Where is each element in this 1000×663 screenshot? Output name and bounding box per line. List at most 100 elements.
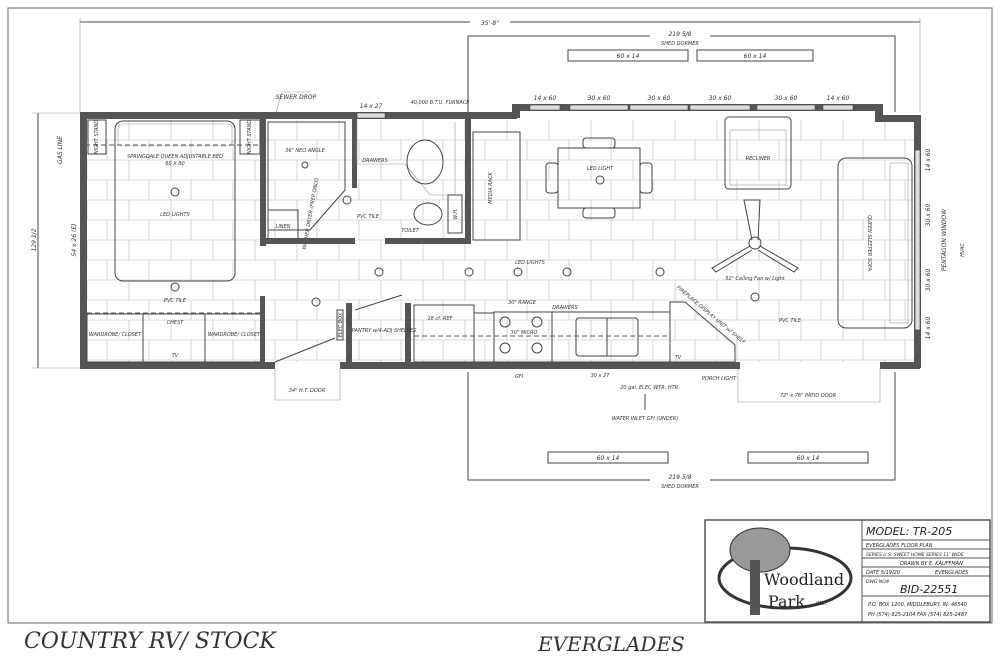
- ceiling-fan-label: 52" Ceiling Fan w/ Light: [725, 276, 785, 282]
- window-label: 30 x 60: [709, 95, 732, 102]
- pvc-tile-label: PVC TILE: [779, 318, 802, 324]
- dormer-top-dimension: 219 5/8: [668, 31, 691, 38]
- drawers-label: DRAWERS: [552, 305, 578, 311]
- window-label: 30 x 60: [588, 95, 611, 102]
- fireplace-label: FIREPLACE DISPLAY UNIT w/ SHELF: [675, 285, 746, 346]
- overall-width: 129 1/2: [31, 228, 38, 251]
- overall-length: 35'-8": [481, 20, 499, 27]
- dealer-caption: COUNTRY RV/ STOCK: [24, 629, 277, 654]
- model-caption: EVERGLADES: [537, 632, 685, 656]
- kitchen-window-label: 30 x 27: [591, 373, 611, 379]
- linen-label: LINEN: [276, 224, 291, 230]
- window-label: 60 x 14: [797, 455, 820, 462]
- logo-text: Woodland: [764, 570, 844, 589]
- window-label: 30 x 60: [925, 204, 932, 227]
- front-windows: [356, 104, 921, 331]
- range: [493, 311, 553, 363]
- woodland-park-logo: Woodland Park INC.: [717, 527, 853, 615]
- drawers-label: DRAWERS: [362, 158, 388, 164]
- refrigerator-label: 18 cf. REF: [427, 316, 452, 322]
- bed-label: SPRINGDALE QUEEN ADJUSTABLE BED: [127, 154, 223, 160]
- window-label: 14 x 60: [534, 95, 557, 102]
- wardrobe-label: WARDROBE/ CLOSET: [89, 332, 142, 338]
- elec-box-label: ELEC BOX: [338, 312, 344, 337]
- tv-label: TV: [172, 353, 179, 359]
- exterior-walls: [80, 104, 921, 369]
- window-label: 60 x 14: [597, 455, 620, 462]
- window-label: 60 x 14: [617, 53, 640, 60]
- drawn-by: DRAWN BY E. KAUFFMAN: [900, 561, 963, 567]
- title-block: Woodland Park INC. MODEL: TR-205 EVERGLA…: [704, 519, 991, 623]
- pantry-label: PANTRY w/4-ADJ SHELVES: [352, 328, 417, 334]
- window-label: 14 x 27: [360, 103, 383, 110]
- hvac-label: HVAC: [960, 243, 966, 257]
- toilet: [413, 202, 443, 226]
- water-inlet-label: WATER INLET GFI (UNDER): [612, 416, 678, 422]
- night-stand-label: NIGHT STAND: [247, 120, 253, 154]
- media-rack: [472, 131, 521, 241]
- water-heater-label: W.H.: [453, 208, 459, 219]
- window-label: 60 x 14: [744, 53, 767, 60]
- shower-label: 36" NEO ANGLE: [285, 148, 325, 154]
- fireplace: [669, 301, 736, 363]
- window-label: 30 x 60: [925, 269, 932, 292]
- gas-line-label: GAS LINE: [57, 136, 64, 164]
- led-light-label: LED LIGHT: [587, 166, 614, 172]
- porch-light-label: PORCH LIGHT: [702, 376, 737, 382]
- recliner-label: RECLINER: [746, 156, 771, 162]
- led-lights-label: LED LIGHTS: [515, 260, 545, 266]
- plan-name: EVERGLADES: [935, 570, 969, 576]
- dormer-bottom-outline: [467, 372, 896, 481]
- dormer-window: [567, 49, 689, 62]
- bathroom: 36" NEO ANGLE LINEN WASHER DRYER (PREP O…: [265, 118, 470, 250]
- night-stand-label: NIGHT STAND: [94, 120, 100, 154]
- dwg-no: BID-22551: [900, 583, 958, 596]
- microwave-label: 30" MICRO: [511, 330, 538, 336]
- window-label: 14 x 60: [827, 95, 850, 102]
- sheet-border: [7, 7, 993, 624]
- drawing-title: EVERGLADES FLOOR PLAN: [866, 543, 933, 549]
- patio-door-label: 72" x 76" PATIO DOOR: [780, 393, 836, 399]
- window-label: 30 x 60: [775, 95, 798, 102]
- range-label: 30" RANGE: [508, 300, 537, 306]
- date: DATE 5/19/20: [866, 570, 900, 576]
- series: SERIES U.S. SWEET HOME SERIES 11' WIDE: [866, 552, 964, 558]
- dormer-window: [547, 451, 669, 464]
- dormer-bottom-label: SHED DORMER: [661, 484, 699, 490]
- wardrobe-label: WARDROBE/ CLOSET: [208, 332, 261, 338]
- pvc-tile-label: PVC TILE: [357, 214, 380, 220]
- toilet-label: TOILET: [401, 228, 419, 234]
- pentagon-window-label: PENTAGON WINDOW: [941, 208, 948, 271]
- ht-door-label: 34" H.T. DOOR: [289, 388, 325, 394]
- tv-label: TV: [675, 355, 682, 361]
- logo-text: INC.: [816, 601, 826, 607]
- dwg-no-label: DWG NO#: [866, 579, 890, 585]
- led-lights-label: LED LIGHTS: [160, 212, 190, 218]
- pvc-tile-label: PVC TILE: [164, 298, 187, 304]
- recliner: RECLINER: [724, 116, 792, 190]
- media-rack-label: MEDIA RACK: [488, 172, 494, 204]
- window-label: 14 x 60: [925, 317, 932, 340]
- logo-text: Park: [768, 592, 805, 611]
- bed: [114, 120, 236, 282]
- ceiling-fan: 52" Ceiling Fan w/ Light: [711, 199, 799, 302]
- furnace-label: 40,000 B.T.U. FURNACE: [411, 100, 471, 106]
- dormer-bottom-dimension: 219 5/8: [668, 474, 691, 481]
- window-label: 14 x 60: [925, 149, 932, 172]
- bedroom: NIGHT STAND NIGHT STAND SPRINGDALE QUEEN…: [85, 119, 263, 363]
- gfi-label: GFI: [515, 374, 524, 380]
- phone: PH (574) 825-2104 FAX (574) 825-2487: [868, 612, 968, 618]
- chest-label: CHEST: [167, 320, 185, 326]
- water-heater-elec-label: 20 gal. ELEC WTR. HTR.: [620, 385, 679, 391]
- dormer-top-label: SHED DORMER: [661, 41, 699, 47]
- ht-door-swing: [274, 337, 336, 363]
- sofa: QUEEN SLEEPER SOFA: [837, 157, 913, 329]
- sofa-label: QUEEN SLEEPER SOFA: [866, 215, 872, 271]
- dormer-window: [747, 451, 869, 464]
- dining-table: LED LIGHT: [545, 137, 653, 219]
- sewer-drop-label: SEWER DROP: [276, 94, 317, 101]
- address: P.O. BOX 1200, MIDDLEBURY, IN. 46540: [868, 602, 967, 608]
- window-label: 30 x 60: [648, 95, 671, 102]
- bedroom-window-label: 54 x 26 (E): [71, 223, 78, 256]
